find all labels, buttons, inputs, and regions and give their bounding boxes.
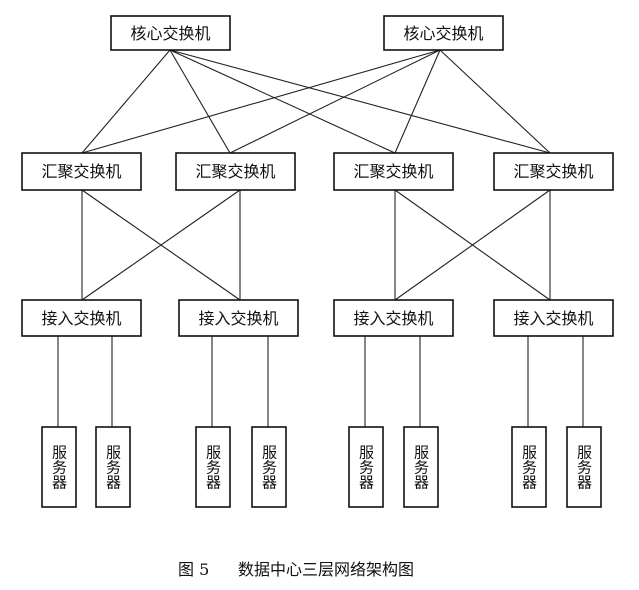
aggregation-switch-label: 汇聚交换机 [513, 162, 593, 181]
access-switch-label: 接入交换机 [41, 309, 121, 328]
server-label: 服务器 [104, 445, 122, 490]
access-switch-3: 接入交换机 [333, 299, 454, 337]
aggregation-switch-1: 汇聚交换机 [21, 152, 142, 191]
server-1: 服务器 [41, 426, 77, 508]
core-switch-label: 核心交换机 [403, 24, 483, 43]
link-core2-agg3 [394, 49, 441, 154]
server-4: 服务器 [251, 426, 287, 508]
connection-lines [57, 49, 584, 427]
caption-text: 数据中心三层网络架构图 [238, 560, 414, 579]
server-3: 服务器 [195, 426, 231, 508]
access-switch-1: 接入交换机 [21, 299, 142, 337]
server-label: 服务器 [575, 445, 593, 490]
core-switch-label: 核心交换机 [130, 24, 210, 43]
aggregation-switch-2: 汇聚交换机 [175, 152, 296, 191]
access-switch-4: 接入交换机 [493, 299, 614, 337]
core-switch-2: 核心交换机 [383, 15, 504, 51]
caption-number: 图 5 [178, 560, 209, 579]
link-core1-agg4 [169, 49, 551, 154]
server-2: 服务器 [95, 426, 131, 508]
server-label: 服务器 [412, 445, 430, 490]
aggregation-switch-label: 汇聚交换机 [195, 162, 275, 181]
link-core1-agg1 [81, 49, 171, 154]
server-8: 服务器 [566, 426, 602, 508]
link-core2-agg2 [229, 49, 441, 154]
figure-caption: 图 5 数据中心三层网络架构图 [178, 560, 414, 579]
access-switch-label: 接入交换机 [513, 309, 593, 328]
link-core2-agg4 [439, 49, 551, 154]
link-agg2-acc1 [81, 189, 241, 301]
server-label: 服务器 [50, 445, 68, 490]
link-core1-agg2 [169, 49, 231, 154]
aggregation-switch-label: 汇聚交换机 [41, 162, 121, 181]
aggregation-switch-label: 汇聚交换机 [353, 162, 433, 181]
link-core1-agg3 [169, 49, 396, 154]
core-switch-1: 核心交换机 [110, 15, 231, 51]
link-agg4-acc3 [394, 189, 551, 301]
server-label: 服务器 [357, 445, 375, 490]
server-7: 服务器 [511, 426, 547, 508]
access-switch-2: 接入交换机 [178, 299, 299, 337]
server-label: 服务器 [260, 445, 278, 490]
access-switch-label: 接入交换机 [198, 309, 278, 328]
access-switch-label: 接入交换机 [353, 309, 433, 328]
server-6: 服务器 [403, 426, 439, 508]
aggregation-switch-4: 汇聚交换机 [493, 152, 614, 191]
link-core2-agg1 [81, 49, 441, 154]
server-label: 服务器 [204, 445, 222, 490]
server-5: 服务器 [348, 426, 384, 508]
server-label: 服务器 [520, 445, 538, 490]
aggregation-switch-3: 汇聚交换机 [333, 152, 454, 191]
